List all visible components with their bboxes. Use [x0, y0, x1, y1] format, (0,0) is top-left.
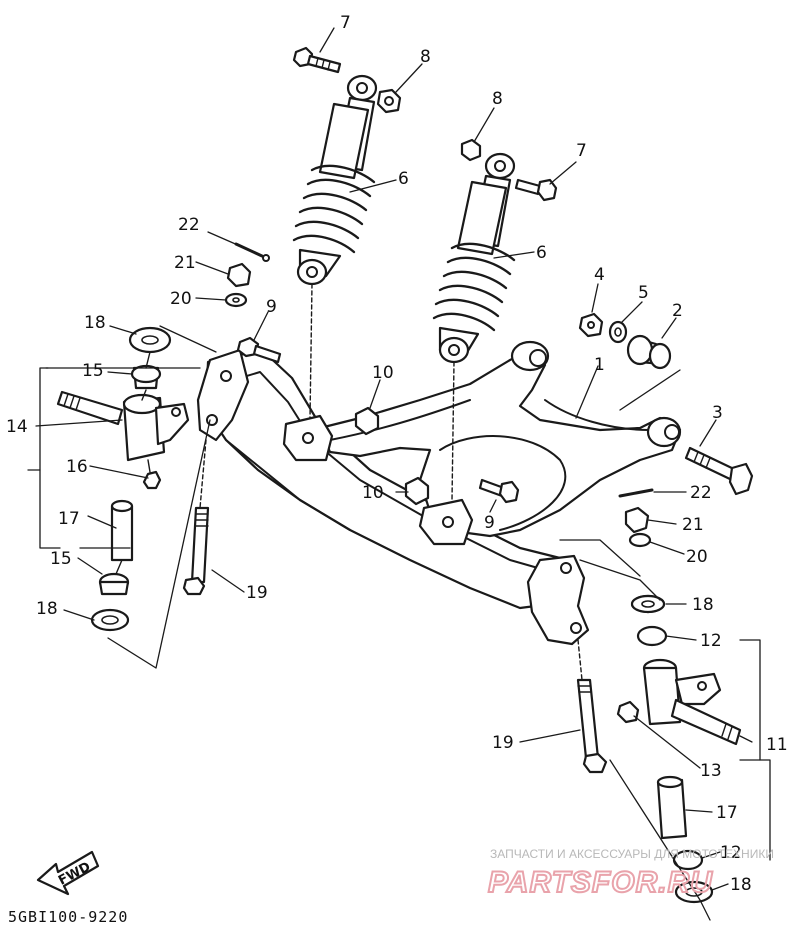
callout-6-left: 6	[398, 169, 409, 189]
callout-19-left: 19	[246, 583, 268, 603]
bushing-2	[626, 334, 672, 370]
nut-4	[578, 312, 604, 338]
callout-22-right: 22	[690, 483, 712, 503]
callout-2: 2	[672, 301, 683, 321]
callout-16: 16	[66, 457, 88, 477]
callout-15-left-bottom: 15	[50, 549, 72, 569]
callout-19-right: 19	[492, 733, 514, 753]
callout-20-right: 20	[686, 547, 708, 567]
watermark-logo: PARTSFOR.RU	[488, 866, 713, 899]
callout-17-left: 17	[58, 509, 80, 529]
callout-3: 3	[712, 403, 723, 423]
callout-18-left-bottom: 18	[36, 599, 58, 619]
nut-10-left	[354, 406, 380, 436]
bolt-19-left	[182, 439, 210, 596]
fwd-arrow: FWD	[36, 850, 100, 896]
callout-20-left: 20	[170, 289, 192, 309]
callout-18-right-bottom: 18	[730, 875, 752, 895]
callout-22-left: 22	[178, 215, 200, 235]
callout-15-left-top: 15	[82, 361, 104, 381]
callout-5: 5	[638, 283, 649, 303]
washer-20-left	[224, 292, 248, 308]
front-frame	[196, 348, 590, 646]
swing-arm	[282, 340, 682, 546]
cotter-pin-22-right	[618, 488, 654, 498]
callout-18-left-top: 18	[84, 313, 106, 333]
knuckle-left	[56, 326, 190, 632]
leader-lines	[27, 27, 771, 921]
callout-14: 14	[6, 417, 28, 437]
callout-4: 4	[594, 265, 605, 285]
callout-12-right-top: 12	[700, 631, 722, 651]
callout-1: 1	[594, 355, 605, 375]
bolt-3	[684, 446, 754, 496]
nut-21-right	[624, 506, 650, 534]
callout-6-right: 6	[536, 243, 547, 263]
callout-9-right: 9	[484, 513, 495, 533]
watermark-tagline: ЗАПЧАСТИ И АКСЕССУАРЫ ДЛЯ МОТОТЕХНИКИ	[490, 847, 774, 861]
shock-absorber-right	[432, 152, 516, 501]
callout-8-right: 8	[492, 89, 503, 109]
washer-18-right	[630, 594, 666, 614]
callout-7-left: 7	[340, 13, 351, 33]
callout-17-right: 17	[716, 803, 738, 823]
callout-8-left: 8	[420, 47, 431, 67]
nut-10-right	[404, 476, 430, 506]
callout-18-right-top: 18	[692, 595, 714, 615]
callout-13: 13	[700, 761, 722, 781]
washer-20-right	[628, 532, 652, 548]
watermark: ЗАПЧАСТИ И АКСЕССУАРЫ ДЛЯ МОТОТЕХНИКИ PA…	[487, 847, 774, 900]
bolt-9-left	[236, 336, 282, 364]
callout-7-right: 7	[576, 141, 587, 161]
callout-21-left: 21	[174, 253, 196, 273]
nut-8-left	[376, 88, 402, 114]
cotter-pin-22-left	[234, 242, 270, 262]
callout-21-right: 21	[682, 515, 704, 535]
callout-10-right: 10	[362, 483, 384, 503]
bolt-19-right	[576, 639, 608, 774]
shock-absorber-left	[292, 74, 378, 419]
callout-11: 11	[766, 735, 788, 755]
nut-21-left	[226, 262, 252, 288]
drawing-code: 5GBI100-9220	[8, 908, 128, 926]
bolt-7-left	[292, 46, 342, 74]
bolt-9-right	[478, 478, 520, 504]
nut-8-right	[460, 138, 482, 162]
callout-12-right-bottom: 12	[720, 843, 742, 863]
bolt-7-right	[514, 178, 558, 202]
callout-labels: 7 8 8 7 6 6 22 21 20 4 5 2 18 9 15 10 1 …	[6, 13, 788, 895]
washer-5	[608, 320, 628, 344]
callout-9-left: 9	[266, 297, 277, 317]
callout-10-left: 10	[372, 363, 394, 383]
